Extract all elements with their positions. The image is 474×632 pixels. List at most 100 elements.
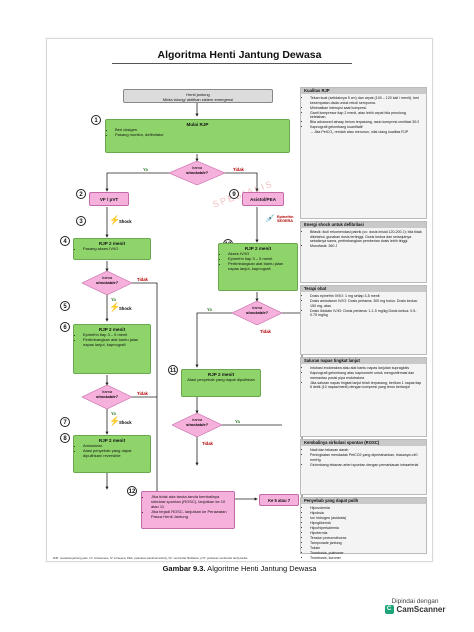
step-11-box: RJP 2 menit Atasi penyebab yang dapat di… (181, 369, 261, 397)
step-8-item: Amiodaron (83, 443, 147, 448)
tidak-label: Tidak (137, 391, 148, 396)
step-number-5: 5 (60, 301, 70, 311)
side-panel-heading: Penyebab yang dapat pulih (301, 498, 426, 505)
side-item: Toksin (310, 546, 423, 550)
step-10-item: Pertimbangkan alat bantu jalan napas lan… (228, 261, 294, 271)
step-10-item: Akses IV/IO (228, 251, 294, 256)
step-6-item: Pertimbangkan alat bantu jalan napas lan… (83, 337, 147, 347)
step-8-title: RJP 2 menit (98, 438, 126, 443)
side-item: Bifasik: ikuti rekomendasi pabrik (cc: d… (310, 230, 423, 243)
step-number-2: 2 (76, 189, 86, 199)
ya-label: Ya (207, 307, 212, 312)
shock-bolt-icon: ⚡ (109, 302, 121, 312)
scanner-line2: CamScanner (396, 605, 446, 614)
scanner-badge: Dipindai dengan C CamScanner (370, 598, 460, 614)
step-6-box: RJP 2 menit Epinefrin tiap 3 – 5 menit P… (73, 324, 151, 374)
tidak-label: Tidak (202, 441, 213, 446)
step-8-box: RJP 2 menit Amiodaron Atasi penyebab yan… (73, 435, 151, 473)
step-number-7: 7 (60, 417, 70, 427)
step-4-title: RJP 2 menit (98, 241, 126, 246)
title-underline (112, 63, 352, 64)
side-panel-energi-shock: Energi shock untuk defibrilasi Bifasik: … (300, 221, 427, 283)
step-number-6: 6 (60, 322, 70, 332)
side-item: Trombosis, koroner (310, 556, 423, 560)
syringe-icon: 💉 (265, 214, 275, 223)
arrow-tidak-to-9 (224, 172, 259, 192)
side-panel-terapi-obat: Terapi obat Dosis epinefrin IV/IO: 1 mg … (300, 285, 427, 355)
side-item: Hipo/hiperkalemia (310, 526, 423, 530)
side-panel-heading: Energi shock untuk defibrilasi (301, 222, 426, 229)
step-2-box: VF / pVT (89, 192, 129, 206)
side-item: Minimalkan interupsi saat kompresi. (310, 106, 423, 110)
step-12-box: Jika tidak ada tanda-tanda kembalinya si… (141, 491, 235, 529)
scanner-line1: Dipindai dengan (391, 598, 439, 605)
side-item: Kapnografi gelombang atau kapnometri unt… (310, 371, 423, 380)
ya-label: Ya (143, 167, 148, 172)
side-item: Ion hidrogen (asidosis) (310, 516, 423, 520)
step-10-item: Epinefrin tiap 3 – 5 menit (228, 256, 294, 261)
step-number-12: 12 (127, 486, 137, 496)
side-item: Hipotermia (310, 531, 423, 535)
step-number-8: 8 (60, 433, 70, 443)
side-item: Hipoglikemia (310, 521, 423, 525)
shock-label: Shock (119, 420, 132, 425)
start-box: Henti jantung Minta tolong/ aktifkan sis… (123, 89, 273, 103)
start-line2: Minta tolong/ aktifkan sistem emergensi (162, 97, 234, 102)
step-11-item: Atasi penyebab yang dapat dipulihkan (187, 377, 255, 382)
arrow-tidak-10 (282, 312, 303, 509)
epinefrin-segera-label: Epinefrin SEGERA (277, 215, 294, 223)
side-panel-heading: Kembalinya sirkulasi spontan (ROSC) (301, 440, 426, 447)
side-panel-heading: Kualitas RJP (301, 88, 426, 95)
side-item: Hipovolemia (310, 506, 423, 510)
step-1-item: Pasang monitor, defibrilator (115, 132, 286, 137)
start-line1: Henti jantung (186, 92, 210, 97)
step-11-title: RJP 2 menit (207, 372, 235, 377)
side-panel-penyebab: Penyebab yang dapat pulih Hipovolemia Hi… (300, 497, 427, 560)
rhythm-check-5 (172, 413, 222, 437)
side-item: Kapnografi gelombang kuantitatif (310, 125, 423, 129)
step-9-box: Asistol/PEA (242, 192, 284, 206)
tidak-label: Tidak (260, 329, 271, 334)
side-item: Tamponade jantung (310, 541, 423, 545)
rhythm-check-3 (232, 301, 282, 325)
side-item: Nadi dan tekanan darah (310, 448, 423, 452)
shock-bolt-icon: ⚡ (109, 416, 121, 426)
side-item: Dosis amiodaron IV/IO: Dosis pertama: 30… (310, 299, 423, 308)
step-number-4: 4 (60, 236, 70, 246)
page-title: Algoritma Henti Jantung Dewasa (157, 49, 322, 61)
step-number-1: 1 (91, 115, 101, 125)
step-6-title: RJP 2 menit (98, 327, 126, 332)
step-6-item: Epinefrin tiap 3 – 5 menit (83, 332, 147, 337)
shock-bolt-icon: ⚡ (109, 215, 121, 225)
side-item: Intubasi endotrakea atau alat bantu napa… (310, 366, 423, 370)
side-panel-heading: Terapi obat (301, 286, 426, 293)
side-item: Dosis epinefrin IV/IO: 1 mg setiap 3-5 m… (310, 294, 423, 298)
arrow-ya-to-11 (195, 312, 232, 368)
step-12-item: Jika tidak ada tanda-tanda kembalinya si… (151, 494, 231, 509)
camscanner-icon: C (384, 605, 394, 614)
caption-text: Algoritme Henti Jantung Dewasa (205, 564, 317, 573)
side-item: Hipoksia (310, 511, 423, 515)
side-item: Jika saluran napas tingkat lanjut telah … (310, 381, 423, 390)
shock-label: Shock (119, 219, 132, 224)
step-8-item: Atasi penyebab yang dapat dipulihkan/ re… (83, 448, 147, 458)
tidak-label: Tidak (233, 167, 244, 172)
step-1-title: Mulai RJP (186, 122, 209, 127)
side-panel-heading: Saluran napas tingkat lanjut (301, 358, 426, 365)
side-item: Peningkatan mendadak PetCO2 yang diperta… (310, 453, 423, 462)
side-item: Tension pneumothorax (310, 536, 423, 540)
step-12-item: Jika terjadi ROSC, lanjutkan ke Perawata… (151, 509, 231, 519)
side-item: Jika PetCO₂ rendah atau menurun, nilai u… (314, 130, 423, 134)
ya-label: Ya (111, 411, 116, 416)
document-page: Algoritma Henti Jantung Dewasa SPESIALIS (46, 38, 433, 573)
step-1-box: Mulai RJP Beri oksigen Pasang monitor, d… (105, 119, 290, 153)
side-item: Tekan kuat (setidaknya 5 cm) dan cepat (… (310, 96, 423, 105)
side-item: Gelombang tekanan arteri spontan dengan … (310, 463, 423, 467)
side-panel-rosc: Kembalinya sirkulasi spontan (ROSC) Nadi… (300, 439, 427, 495)
step-number-11: 11 (168, 365, 178, 375)
tidak-label: Tidak (137, 277, 148, 282)
